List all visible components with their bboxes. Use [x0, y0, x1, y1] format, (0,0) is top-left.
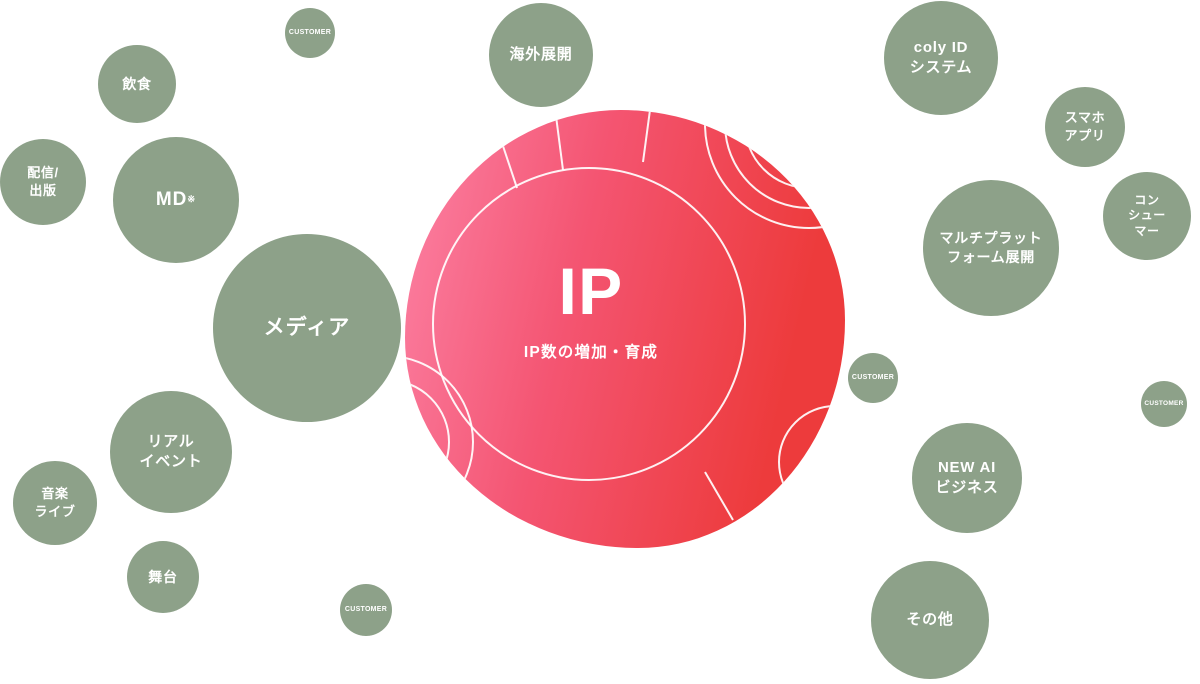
ip-petal-lines-icon — [405, 110, 845, 528]
bubble-multiplatform-expansion: マルチプラット フォーム展開 — [923, 180, 1059, 316]
bubble-merchandise-label: MD — [155, 189, 188, 211]
customer-badge: CUSTOMER — [285, 8, 335, 58]
ip-title: IP — [558, 254, 624, 328]
bubble-merchandise: MD※ — [113, 137, 239, 263]
bubble-new-ai-business: NEW AI ビジネス — [912, 423, 1022, 533]
bubble-dining: 飲食 — [98, 45, 176, 123]
customer-badge: CUSTOMER — [1141, 381, 1187, 427]
bubble-real-events: リアル イベント — [110, 391, 232, 513]
bubble-stage: 舞台 — [127, 541, 199, 613]
ip-subtitle: IP数の増加・育成 — [523, 344, 659, 361]
bubble-consumer: コン シュー マー — [1103, 172, 1191, 260]
bubble-overseas-expansion: 海外展開 — [489, 3, 593, 107]
bubble-music-live: 音楽 ライブ — [13, 461, 97, 545]
ip-core: IP IP数の増加・育成 — [405, 110, 845, 548]
bubble-streaming-publishing: 配信/ 出版 — [0, 139, 86, 225]
bubble-merchandise-note: ※ — [187, 193, 197, 205]
bubble-coly-id-system: coly ID システム — [884, 1, 998, 115]
bubble-others: その他 — [871, 561, 989, 679]
customer-badge: CUSTOMER — [848, 353, 898, 403]
ip-core-text: IP IP数の増加・育成 — [405, 258, 777, 362]
bubble-smartphone-app: スマホ アプリ — [1045, 87, 1125, 167]
customer-badge: CUSTOMER — [340, 584, 392, 636]
bubble-media: メディア — [213, 234, 401, 422]
